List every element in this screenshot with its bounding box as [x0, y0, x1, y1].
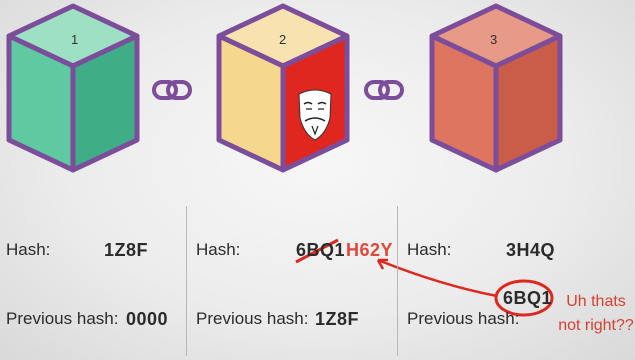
block-2-prev-label: Previous hash:	[196, 309, 309, 328]
column-divider	[186, 206, 187, 356]
warning-line-2: not right??	[558, 317, 634, 334]
block-2-prev-hash: 1Z8F	[315, 309, 360, 329]
chain-link-icon	[152, 80, 192, 100]
block-3-cube: 3	[429, 3, 563, 173]
column-divider	[397, 206, 398, 356]
chain-link-icon	[364, 80, 404, 100]
block-1-hash: 1Z8F	[104, 240, 149, 260]
block-2-number: 2	[279, 32, 286, 47]
block-2-hash-label: Hash:	[196, 240, 241, 259]
block-3-prev-hash: 6BQ1	[503, 288, 553, 308]
block-2-cube: 2	[216, 3, 350, 173]
block-3-hash-label: Hash:	[407, 240, 452, 259]
block-1-cube: 1	[6, 3, 140, 173]
anonymous-mask-icon	[298, 89, 332, 141]
block-1-hash-label: Hash:	[6, 240, 51, 259]
block-3-hash: 3H4Q	[506, 240, 556, 260]
block-3-prev-label: Previous hash:	[407, 309, 520, 328]
block-1-prev-label: Previous hash:	[6, 309, 119, 328]
hash-strikethrough	[295, 238, 339, 264]
block-1-number: 1	[71, 32, 78, 47]
mismatch-circle	[494, 279, 554, 317]
block-2-hash-new: H62Y	[346, 240, 394, 260]
block-1-prev-hash: 0000	[126, 309, 169, 329]
block-3-number: 3	[490, 32, 497, 47]
warning-line-1: Uh thats	[566, 293, 626, 310]
mismatch-arrow	[376, 258, 498, 298]
warning-annotation: Uh thats not right??	[558, 290, 634, 338]
block-2-hash-old: 6BQ1	[296, 240, 346, 260]
